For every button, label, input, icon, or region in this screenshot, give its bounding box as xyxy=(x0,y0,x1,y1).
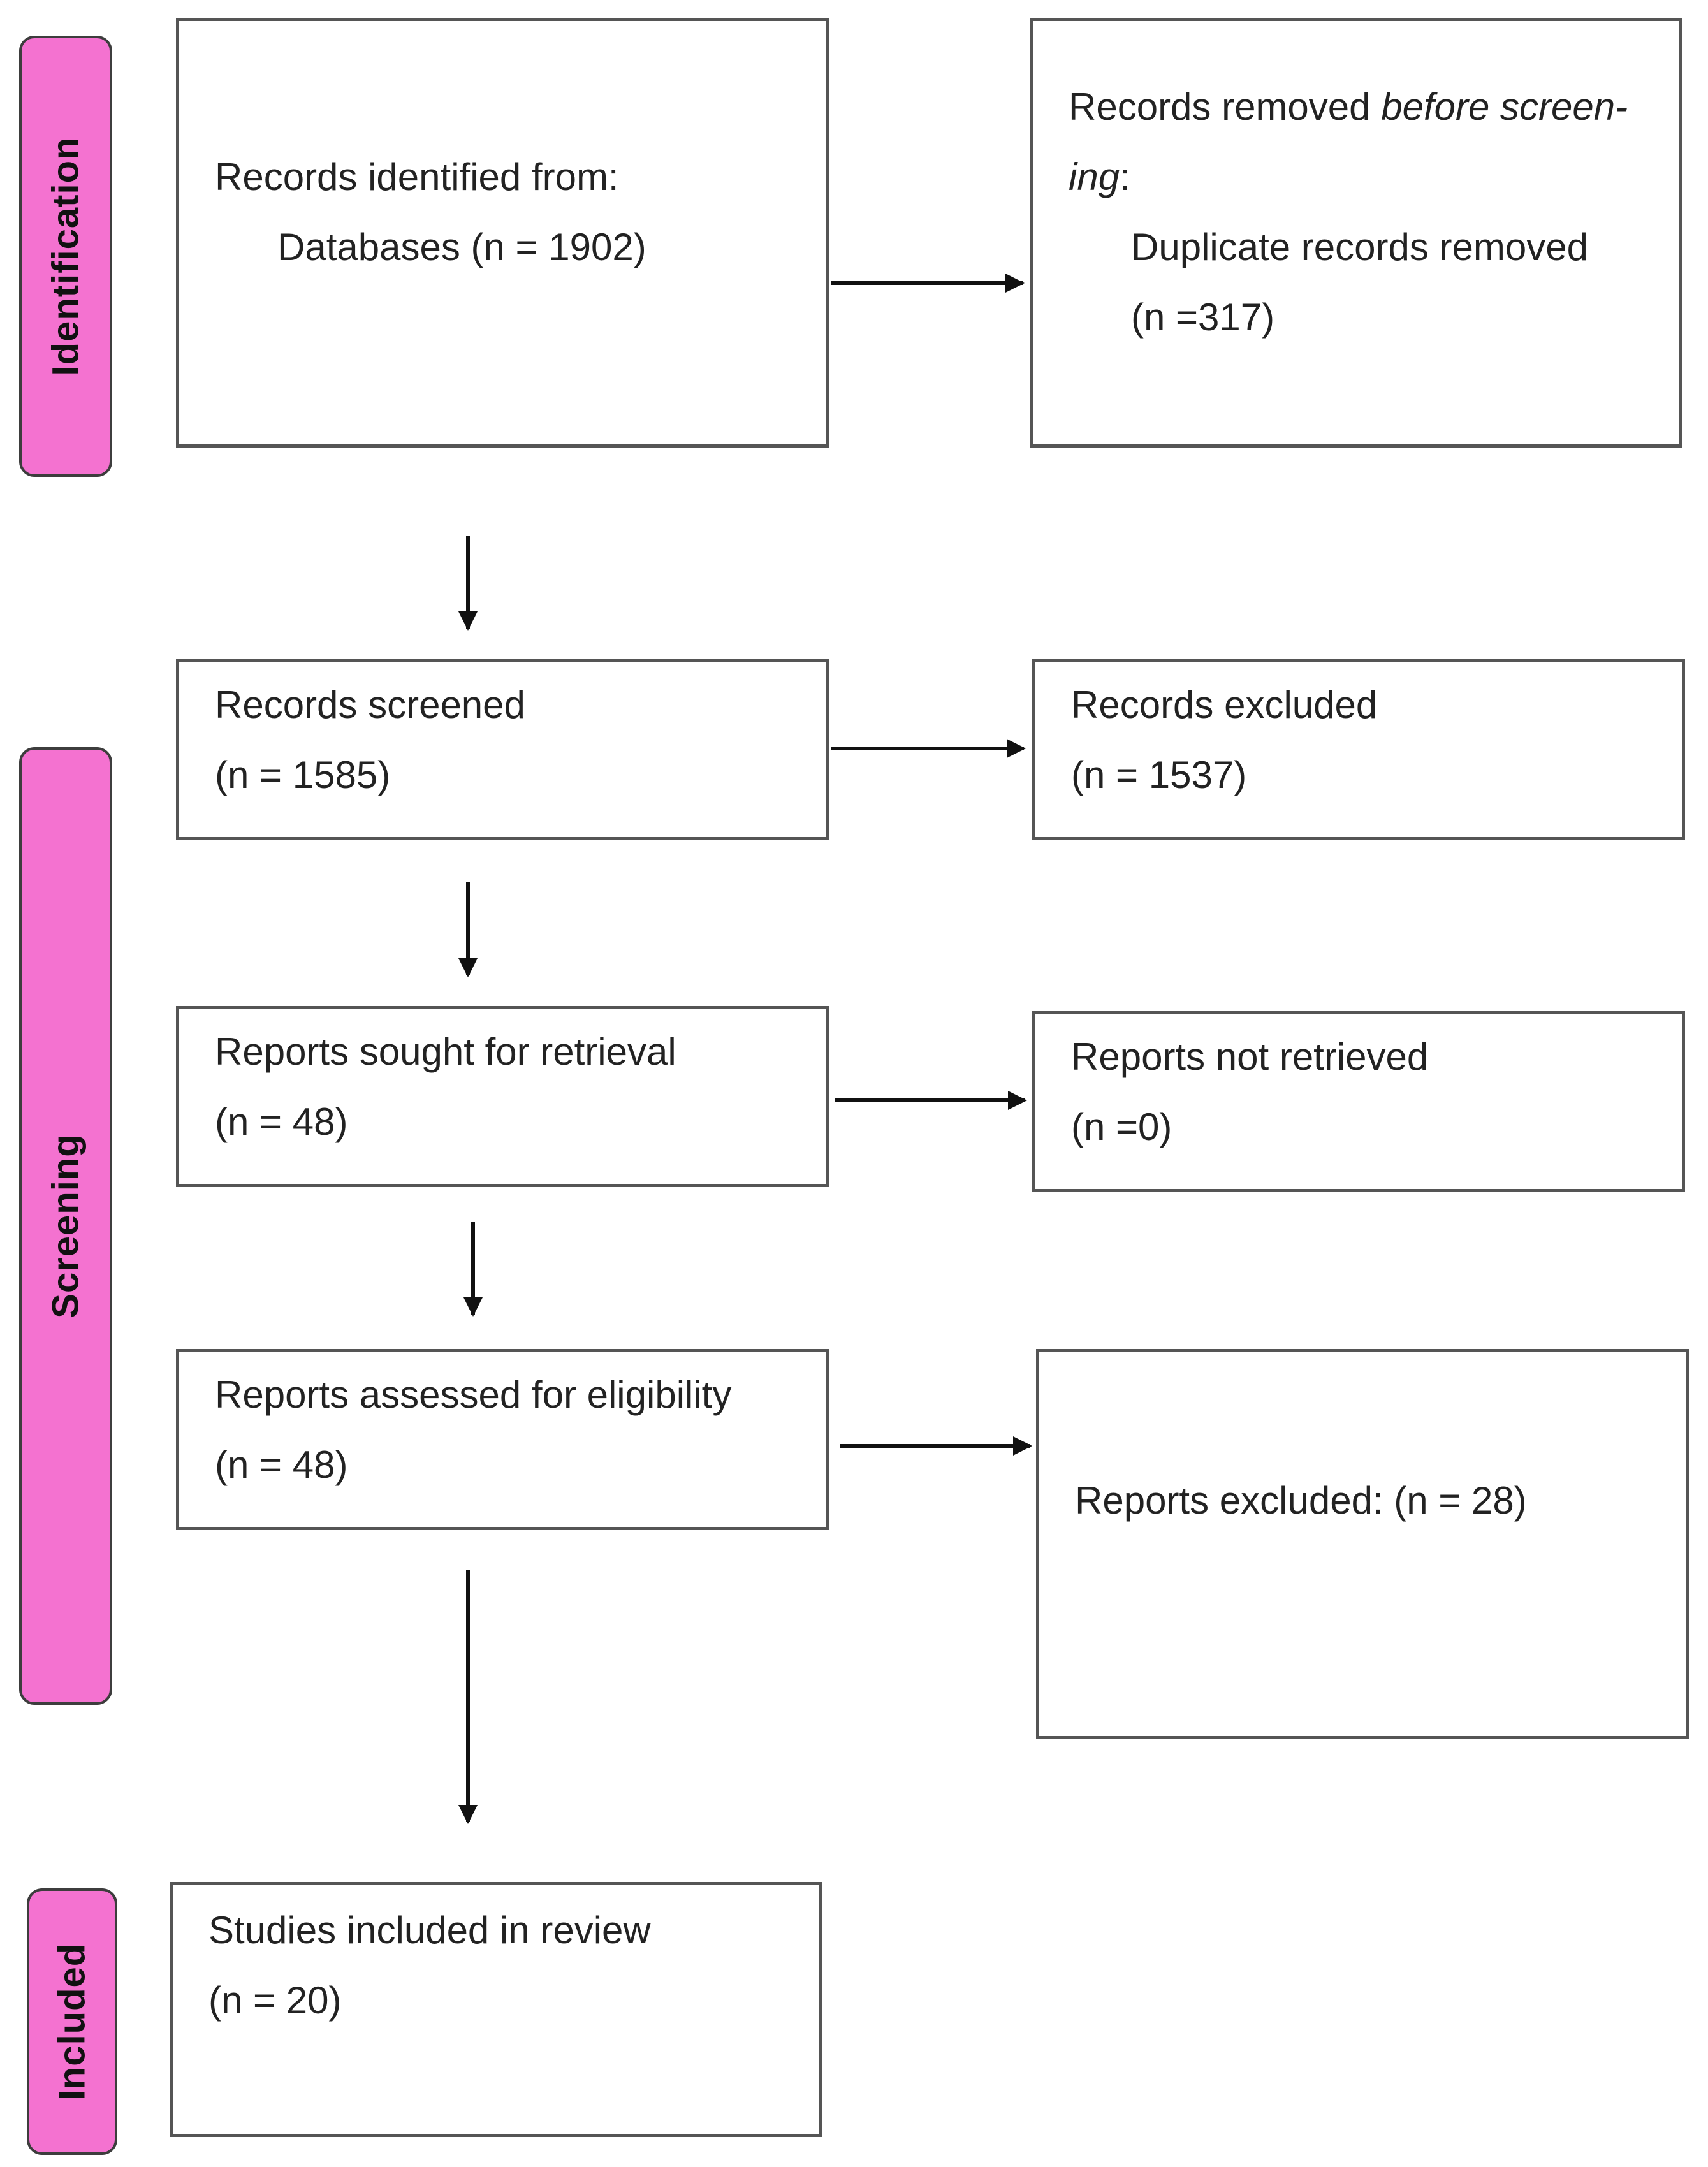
records-removed-title-line1: Records removed before screen- xyxy=(1069,72,1679,142)
records-removed-suffix: : xyxy=(1120,156,1130,198)
records-removed-prefix: Records removed xyxy=(1069,85,1382,128)
stage-screening: Screening xyxy=(19,747,112,1705)
reports-assessed-box: Reports assessed for eligibility (n = 48… xyxy=(176,1349,829,1530)
records-removed-emph-1: before screen- xyxy=(1381,85,1628,128)
reports-not-retrieved-box: Reports not retrieved (n =0) xyxy=(1032,1011,1685,1192)
reports-excluded-title: Reports excluded: (n = 28) xyxy=(1075,1479,1527,1522)
records-removed-count: (n =317) xyxy=(1131,296,1275,339)
records-identified-databases: Databases (n = 1902) xyxy=(277,226,646,268)
records-removed-detail: Duplicate records removed xyxy=(1131,226,1588,268)
records-removed-emph-2: ing xyxy=(1069,156,1120,198)
studies-included-box: Studies included in review (n = 20) xyxy=(170,1882,822,2137)
reports-sought-title: Reports sought for retrieval xyxy=(215,1030,676,1073)
reports-sought-box: Reports sought for retrieval (n = 48) xyxy=(176,1006,829,1187)
records-identified-box: Records identified from: Databases (n = … xyxy=(176,18,829,448)
reports-excluded-box: Reports excluded: (n = 28) xyxy=(1036,1349,1689,1739)
records-removed-title-line2: ing: xyxy=(1069,142,1679,212)
records-excluded-title: Records excluded xyxy=(1071,683,1378,726)
reports-sought-count: (n = 48) xyxy=(215,1100,348,1143)
reports-not-retrieved-title: Reports not retrieved xyxy=(1071,1035,1429,1078)
records-screened-box: Records screened (n = 1585) xyxy=(176,659,829,840)
studies-included-count: (n = 20) xyxy=(208,1979,342,2022)
reports-assessed-title: Reports assessed for eligibility xyxy=(215,1373,732,1416)
reports-assessed-count: (n = 48) xyxy=(215,1443,348,1486)
reports-not-retrieved-count: (n =0) xyxy=(1071,1105,1172,1148)
stage-identification: Identification xyxy=(19,36,112,477)
records-screened-title: Records screened xyxy=(215,683,525,726)
records-identified-title: Records identified from: xyxy=(215,156,619,198)
records-screened-count: (n = 1585) xyxy=(215,754,391,796)
records-removed-box: Records removed before screen- ing: Dupl… xyxy=(1030,18,1682,448)
records-excluded-box: Records excluded (n = 1537) xyxy=(1032,659,1685,840)
records-excluded-count: (n = 1537) xyxy=(1071,754,1247,796)
stage-included: Included xyxy=(27,1888,117,2155)
studies-included-title: Studies included in review xyxy=(208,1909,651,1952)
